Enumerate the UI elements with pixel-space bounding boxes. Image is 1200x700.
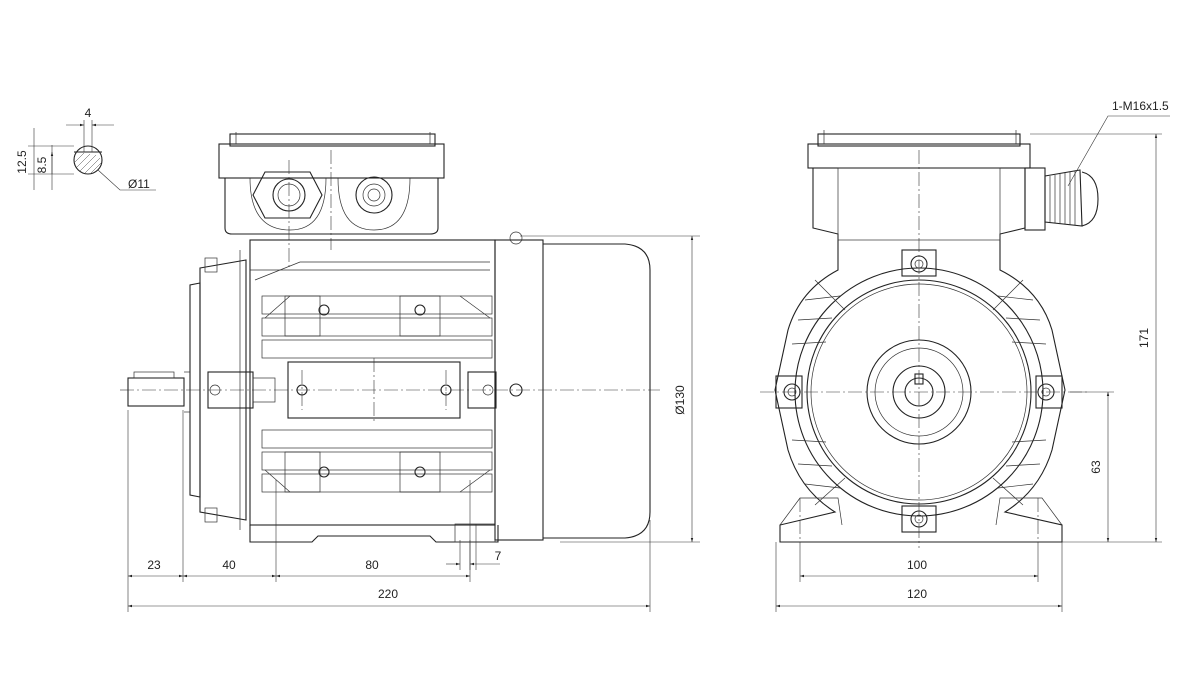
dim-foot-hole-spacing-side: 80 [365,558,379,572]
end-view-dimensions: 100 120 171 63 [775,133,1162,612]
shaft-flat-label: 8.5 [35,156,49,173]
dim-shoulder-to-hole: 40 [222,558,236,572]
dim-shaft-length: 23 [147,558,161,572]
motor-end-view: 1-M16x1.5 [760,99,1170,548]
dim-overall-height: 171 [1137,328,1151,348]
dim-foot-slot: 7 [495,549,502,563]
key-width-label: 4 [85,106,92,120]
dim-foot-width: 120 [907,587,927,601]
shaft-diameter-label: Ø11 [128,177,150,191]
shaft-section-detail: 4 12.5 8.5 Ø11 [15,106,156,191]
motor-side-view [120,132,660,543]
side-view-dimensions: 23 40 80 7 220 Ø130 [127,235,700,612]
cable-gland-label: 1-M16x1.5 [1112,99,1169,113]
shaft-height-label: 12.5 [15,150,29,174]
dim-fan-cover-diameter: Ø130 [673,385,687,415]
dim-shaft-height: 63 [1089,460,1103,474]
dim-overall-length: 220 [378,587,398,601]
dim-foot-hole-spacing-end: 100 [907,558,927,572]
